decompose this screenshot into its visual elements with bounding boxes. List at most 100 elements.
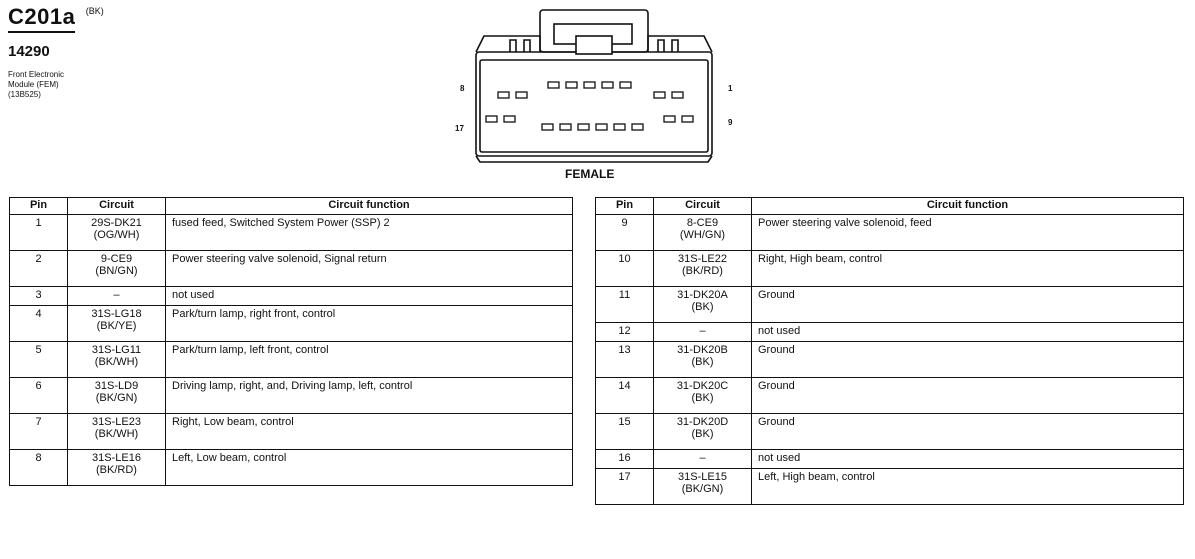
- connector-gender-label: FEMALE: [565, 167, 615, 181]
- circuit-function-cell: Ground: [751, 286, 1184, 323]
- header-circuit-function: Circuit function: [165, 197, 573, 215]
- circuit-code: 31-DK20A: [677, 289, 728, 301]
- pin-number-cell: 14: [595, 377, 654, 414]
- circuit-code: 31S-LE16: [92, 452, 141, 464]
- pin-number-cell: 16: [595, 449, 654, 469]
- part-number: 14290: [8, 43, 50, 60]
- circuit-cell: 8-CE9(WH/GN): [653, 214, 752, 251]
- circuit-function-cell: Ground: [751, 377, 1184, 414]
- wire-color: (OG/WH): [93, 229, 140, 241]
- circuit-function-cell: Ground: [751, 341, 1184, 378]
- header-pin: Pin: [9, 197, 68, 215]
- circuit-code: 31S-LG11: [91, 344, 142, 356]
- circuit-function-cell: not used: [751, 322, 1184, 342]
- circuit-cell: 31-DK20D(BK): [653, 413, 752, 450]
- circuit-cell: 9-CE9(BN/GN): [67, 250, 166, 287]
- circuit-cell: 31S-LD9(BK/GN): [67, 377, 166, 414]
- table-header-row: Pin Circuit Circuit function: [595, 197, 1184, 215]
- wire-color: (BK/GN): [681, 483, 724, 495]
- pin-number-cell: 5: [9, 341, 68, 378]
- wire-color: (BK): [691, 428, 714, 440]
- connector-diagram: 8 1 17 9 FEMALE: [450, 6, 750, 188]
- table-row: 14 31-DK20C(BK) Ground: [595, 377, 1184, 414]
- circuit-function-cell: Right, Low beam, control: [165, 413, 573, 450]
- circuit-cell: 31S-LE15(BK/GN): [653, 468, 752, 505]
- circuit-cell: 31-DK20B(BK): [653, 341, 752, 378]
- pin-number-cell: 8: [9, 449, 68, 486]
- table-row: 16–not used: [595, 449, 1184, 469]
- circuit-code: 8-CE9: [686, 217, 719, 229]
- pin-label-1: 1: [728, 84, 733, 93]
- pin-number-cell: 4: [9, 305, 68, 342]
- circuit-cell: 31S-LE23(BK/WH): [67, 413, 166, 450]
- pin-number-cell: 2: [9, 250, 68, 287]
- circuit-cell: 29S-DK21(OG/WH): [67, 214, 166, 251]
- circuit-cell: 31S-LE16(BK/RD): [67, 449, 166, 486]
- connector-header: C201a (BK) 14290 Front Electronic Module…: [8, 4, 104, 100]
- description-line: Front Electronic: [8, 70, 65, 79]
- wire-color: (BK/RD): [682, 265, 723, 277]
- pin-number-cell: 11: [595, 286, 654, 323]
- circuit-function-cell: Power steering valve solenoid, Signal re…: [165, 250, 573, 287]
- pin-number-cell: 3: [9, 286, 68, 306]
- pin-number-cell: 6: [9, 377, 68, 414]
- table-header-row: Pin Circuit Circuit function: [9, 197, 573, 215]
- table-row: 12 – not used: [595, 322, 1184, 342]
- circuit-code: 31S-LD9: [94, 380, 139, 392]
- header-circuit: Circuit: [67, 197, 166, 215]
- circuit-cell: 31-DK20A(BK): [653, 286, 752, 323]
- circuit-function-cell: Right, High beam, control: [751, 250, 1184, 287]
- wire-color: (BN/GN): [95, 265, 138, 277]
- wire-color: (BK/WH): [94, 356, 139, 368]
- circuit-function-cell: Park/turn lamp, right front, control: [165, 305, 573, 342]
- wire-color: (BK): [691, 392, 714, 404]
- wire-color: (BK/GN): [95, 392, 138, 404]
- wire-color: (BK/WH): [94, 428, 139, 440]
- circuit-code: 31-DK20C: [676, 380, 729, 392]
- wire-color: (BK/YE): [96, 320, 137, 332]
- circuit-code: 31-DK20D: [676, 416, 729, 428]
- wire-color: (BK): [691, 301, 714, 313]
- pin-number-cell: 7: [9, 413, 68, 450]
- circuit-cell: –: [653, 449, 752, 469]
- circuit-code: 31S-LE23: [92, 416, 141, 428]
- circuit-cell: 31S-LG11(BK/WH): [67, 341, 166, 378]
- circuit-cell: 31S-LE22(BK/RD): [653, 250, 752, 287]
- pin-number-cell: 13: [595, 341, 654, 378]
- pin-number-cell: 12: [595, 322, 654, 342]
- description-line: (13B525): [8, 90, 41, 99]
- header-circuit: Circuit: [653, 197, 752, 215]
- circuit-function-cell: Left, High beam, control: [751, 468, 1184, 505]
- pin-number-cell: 9: [595, 214, 654, 251]
- circuit-cell: 31S-LG18(BK/YE): [67, 305, 166, 342]
- pin-number-cell: 10: [595, 250, 654, 287]
- connector-color-code: (BK): [85, 6, 104, 16]
- pin-number-cell: 15: [595, 413, 654, 450]
- circuit-code: –: [699, 325, 706, 337]
- circuit-function-cell: fused feed, Switched System Power (SSP) …: [165, 214, 573, 251]
- pin-number-cell: 17: [595, 468, 654, 505]
- circuit-cell: –: [653, 322, 752, 342]
- circuit-function-cell: Driving lamp, right, and, Driving lamp, …: [165, 377, 573, 414]
- circuit-code: 31S-LG18: [91, 308, 142, 320]
- circuit-function-cell: Ground: [751, 413, 1184, 450]
- circuit-code: 9-CE9: [100, 253, 133, 265]
- circuit-function-cell: not used: [751, 449, 1184, 469]
- circuit-code: 29S-DK21: [91, 217, 142, 229]
- circuit-function-cell: Left, Low beam, control: [165, 449, 573, 486]
- wire-color: (BK/RD): [96, 464, 137, 476]
- connector-face-drawing: [475, 9, 713, 163]
- circuit-code: 31S-LE22: [678, 253, 727, 265]
